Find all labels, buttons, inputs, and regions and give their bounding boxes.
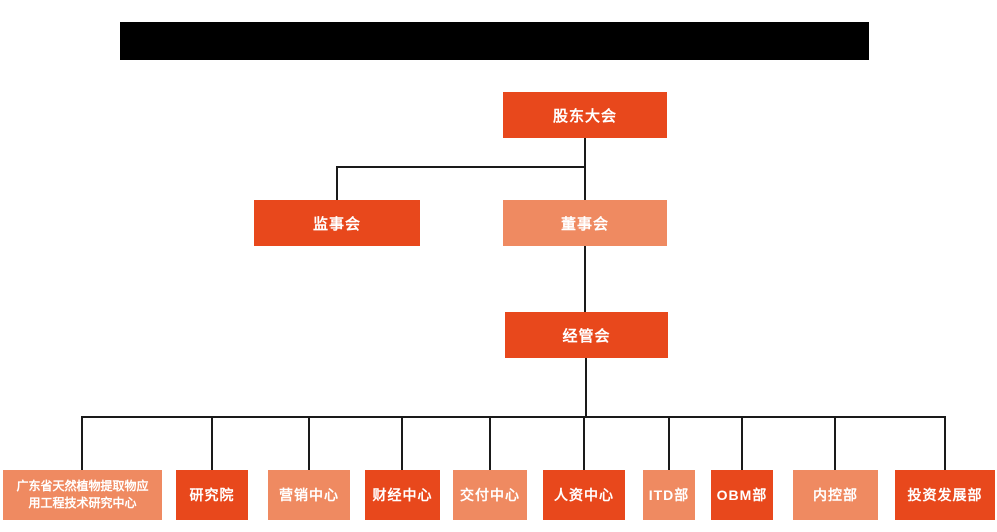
node-hr-center: 人资中心 — [543, 470, 625, 520]
node-supervisory-board: 监事会 — [254, 200, 420, 246]
connector-line — [944, 416, 946, 470]
redacted-title-bar — [120, 22, 869, 60]
node-investment-development-department: 投资发展部 — [895, 470, 995, 520]
connector-line — [401, 416, 403, 470]
node-board-of-directors: 董事会 — [503, 200, 667, 246]
connector-line — [834, 416, 836, 470]
node-shareholders-meeting: 股东大会 — [503, 92, 667, 138]
connector-line — [336, 166, 338, 200]
node-marketing-center: 营销中心 — [268, 470, 350, 520]
node-management-committee: 经管会 — [505, 312, 668, 358]
node-internal-control-department: 内控部 — [793, 470, 878, 520]
node-delivery-center: 交付中心 — [453, 470, 527, 520]
connector-line — [585, 358, 587, 416]
node-obm-department: OBM部 — [711, 470, 773, 520]
connector-line — [211, 416, 213, 470]
connector-line — [308, 416, 310, 470]
connector-line — [336, 166, 586, 168]
connector-line — [81, 416, 83, 470]
connector-line — [584, 246, 586, 312]
connector-line — [583, 416, 585, 470]
connector-line — [82, 416, 946, 418]
connector-line — [584, 138, 586, 200]
connector-line — [668, 416, 670, 470]
node-research-institute: 研究院 — [176, 470, 248, 520]
node-itd-department: ITD部 — [643, 470, 695, 520]
connector-line — [489, 416, 491, 470]
node-research-center: 广东省天然植物提取物应 用工程技术研究中心 — [3, 470, 162, 520]
connector-line — [741, 416, 743, 470]
node-finance-center: 财经中心 — [365, 470, 440, 520]
